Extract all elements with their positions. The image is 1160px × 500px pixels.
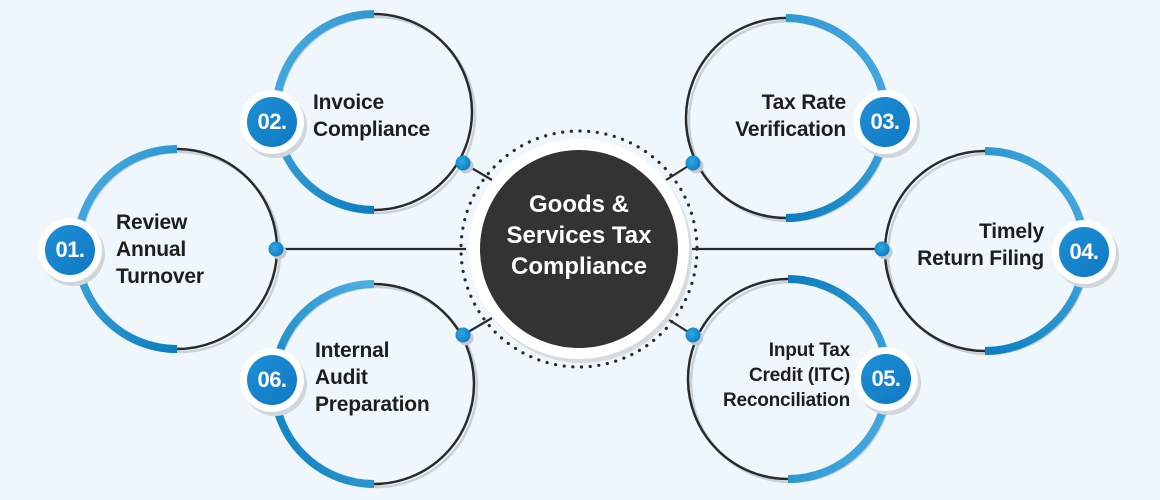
step-label-line: Reconciliation [722, 390, 850, 411]
step-badge-04: 04. [1059, 227, 1109, 277]
step-label-04: Timely Return Filing [870, 218, 1044, 272]
step-label-03: Tax Rate Verification [670, 89, 846, 143]
center-title-line: Goods & [529, 191, 629, 218]
step-badge-05: 05. [861, 354, 911, 404]
center-title: Goods & Services Tax Compliance [479, 189, 679, 282]
step-label-line: Compliance [313, 118, 431, 141]
step-label-line: Verification [735, 118, 846, 141]
step-label-line: Input Tax [768, 340, 850, 361]
center-title-line: Services Tax [506, 222, 652, 249]
center-title-line: Compliance [510, 253, 648, 280]
step-badge-01: 01. [45, 225, 95, 275]
step-label-01: Review Annual Turnover [116, 209, 204, 290]
step-label-line: Tax Rate [761, 91, 847, 114]
step-label-line: Internal [315, 339, 390, 362]
step-badge-02: 02. [247, 97, 297, 147]
step-label-line: Return Filing [917, 247, 1044, 270]
step-label-line: Preparation [315, 393, 430, 416]
step-label-line: Audit [315, 366, 368, 389]
step-badge-03: 03. [860, 97, 910, 147]
step-label-05: Input Tax Credit (ITC) Reconciliation [680, 338, 850, 413]
step-label-line: Annual [116, 238, 186, 261]
center-hub [459, 129, 699, 369]
step-label-06: Internal Audit Preparation [315, 337, 430, 418]
step-label-line: Review [116, 211, 188, 234]
step-label-line: Credit (ITC) [748, 365, 850, 386]
step-badge-06: 06. [247, 355, 297, 405]
step-label-line: Invoice [313, 91, 384, 114]
step-label-line: Turnover [116, 265, 204, 288]
step-label-line: Timely [979, 220, 1044, 243]
connector-dots [268, 155, 893, 346]
step-label-02: Invoice Compliance [313, 89, 430, 143]
